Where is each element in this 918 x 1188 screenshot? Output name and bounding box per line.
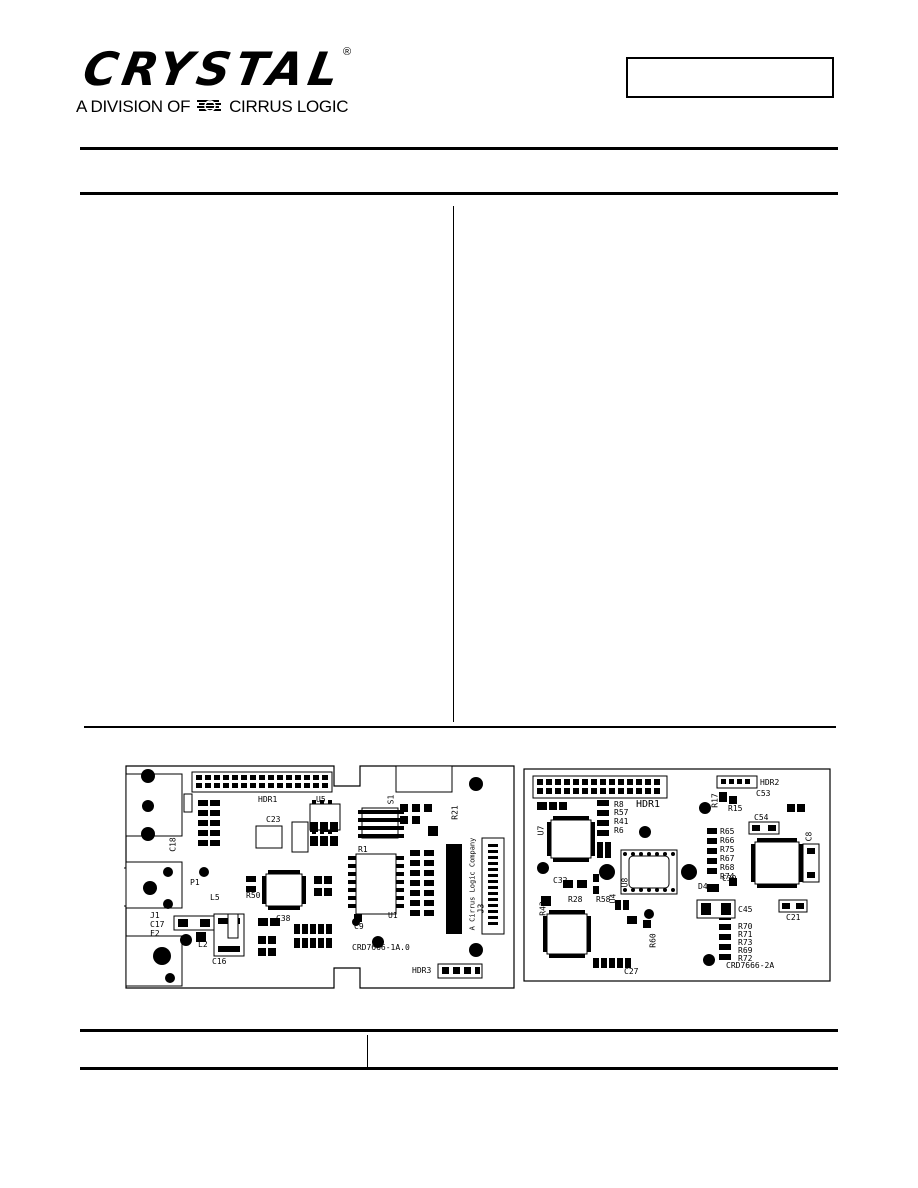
pcb-left-label-hdr1: HDR1 — [258, 795, 278, 804]
title-rule-bottom — [80, 192, 838, 195]
pcb-left-label-r21: R21 — [450, 805, 460, 820]
figure-rule — [84, 726, 836, 728]
pcb-right-label-d4: D4 — [698, 882, 708, 891]
division-text: A DIVISION OF — [76, 97, 191, 116]
pcb-left-label-c7: P1 — [190, 878, 200, 887]
pcb-right-label-r71: R71 — [738, 930, 753, 939]
pcb-left-label-u5: U5 — [316, 795, 326, 804]
footer-separator — [367, 1035, 368, 1067]
pcb-right-label-c45: C45 — [738, 905, 753, 914]
pcb-right-label-r67: R67 — [720, 854, 735, 863]
pcb-left-label-c17: C17 — [150, 920, 165, 929]
pcb-right-label-r15: R15 — [728, 804, 743, 813]
pcb-left-label-c9: C9 — [354, 922, 364, 931]
pcb-right-label-u4: U4 — [608, 893, 618, 904]
pcb-left-label-j3: J3 — [476, 903, 486, 914]
pcb-right-label-r6: R6 — [614, 826, 624, 835]
division-line: A DIVISION OF CIRRUS LOGIC — [76, 97, 349, 117]
cirrus-swirl-icon — [196, 100, 221, 112]
pcb-left-label-l2: L2 — [198, 940, 208, 949]
pcb-right-label-r73: R73 — [738, 938, 753, 947]
pcb-board-left — [124, 765, 515, 989]
footer-rule-bottom — [80, 1067, 838, 1070]
pcb-right-label-c32: C32 — [553, 876, 568, 885]
pcb-right-label-r72: R72 — [738, 954, 753, 963]
parent-company: CIRRUS LOGIC — [229, 97, 349, 116]
pcb-left-label-j1: J1 — [150, 911, 160, 920]
pcb-right-label-r75: R75 — [720, 845, 735, 854]
pcb-right-label-c27: C27 — [624, 967, 639, 976]
footer-rule-top — [80, 1029, 838, 1032]
pcb-right-label-r28: R28 — [568, 895, 583, 904]
pcb-right-label-r58: R58 — [596, 895, 611, 904]
pcb-right-label-c53: C53 — [756, 789, 771, 798]
pcb-right-label-board-id: CRD7666-2A — [726, 961, 775, 970]
part-number-box — [626, 57, 834, 98]
pcb-right-label-hdr2: HDR2 — [760, 778, 780, 787]
pcb-right-label-r17: R17 — [710, 793, 720, 808]
pcb-left-label-s1: S1 — [386, 794, 396, 805]
pcb-left-label-board-id: CRD7666-1A.0 — [352, 943, 410, 952]
column-separator — [453, 206, 454, 722]
pcb-right-label-r70: R70 — [738, 922, 753, 931]
pcb-left-label-r1: R1 — [358, 845, 368, 854]
pcb-right-label-r41: R41 — [614, 817, 629, 826]
pcb-left-label-u1: U1 — [388, 911, 398, 920]
pcb-right-label-r68: R68 — [720, 863, 735, 872]
pcb-right-label-r43: R43 — [538, 901, 548, 916]
title-rule-top — [80, 147, 838, 150]
pcb-right-label-c54: C54 — [754, 813, 769, 822]
pcb-left-label-c23: C23 — [266, 815, 281, 824]
pcb-right-label-c21: C21 — [786, 913, 801, 922]
pcb-left-label-p1: C18 — [168, 837, 178, 852]
pcb-right-label-r69: R69 — [738, 946, 753, 955]
pcb-board-right — [523, 768, 831, 982]
registered-mark: ® — [343, 46, 352, 58]
pcb-right-label-c8: C8 — [804, 831, 814, 842]
pcb-right-label-r57: R57 — [614, 808, 629, 817]
pcb-right-label-u7: U7 — [536, 825, 546, 836]
pcb-right-label-hdr1: HDR1 — [636, 799, 661, 810]
pcb-right-label-u8: U8 — [620, 877, 630, 888]
pcb-left-label-company: A Cirrus Logic Company — [468, 837, 477, 931]
pcb-right-label-r8: R8 — [614, 800, 624, 809]
pcb-left-label-hdr3: HDR3 — [412, 966, 432, 975]
pcb-right-label-r74: R74 — [720, 872, 735, 881]
pcb-left-label-l5: L5 — [210, 893, 220, 902]
pcb-left-label-c38: C38 — [276, 914, 291, 923]
pcb-right-label-r66: R66 — [720, 836, 735, 845]
pcb-right-label-r60: R60 — [648, 933, 658, 948]
pcb-right-label-c39: C39 — [722, 874, 737, 883]
pcb-left-label-r50: R50 — [246, 891, 261, 900]
logo-wordmark: CRYSTAL — [79, 42, 348, 96]
pcb-right-label-r65: R65 — [720, 827, 735, 836]
pcb-left-label-c16: C16 — [212, 957, 227, 966]
pcb-left-label-f2: F2 — [150, 929, 160, 938]
